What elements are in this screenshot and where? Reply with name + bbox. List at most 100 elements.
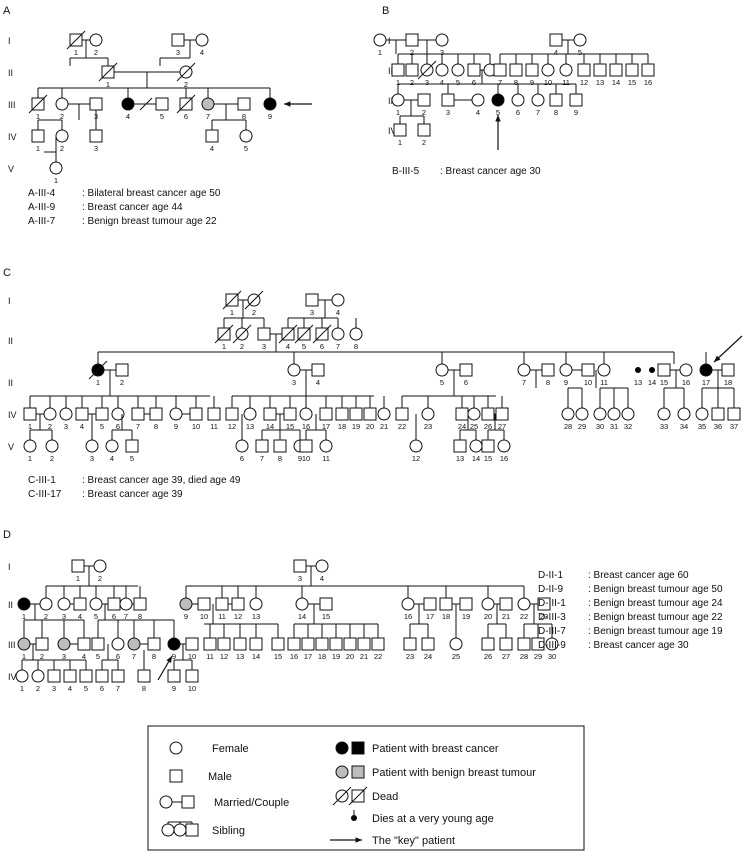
individual-number: 6 <box>184 112 188 121</box>
female-symbol <box>55 129 69 143</box>
individual-number: 7 <box>136 422 140 431</box>
individual-number: 7 <box>132 652 136 661</box>
affected-female <box>491 93 505 107</box>
male-symbol <box>349 407 363 421</box>
male-symbol <box>167 669 181 683</box>
male-symbol <box>417 123 431 137</box>
individual-number: 3 <box>425 78 429 87</box>
male-symbol <box>301 637 315 651</box>
connector-line <box>139 97 153 111</box>
individual-number: 25 <box>452 652 460 661</box>
deceased-slash <box>214 324 234 344</box>
male-symbol <box>185 823 199 837</box>
male-symbol <box>439 597 453 611</box>
individual-number: 16 <box>682 378 690 387</box>
individual-number: 8 <box>278 454 282 463</box>
female-symbol <box>517 597 531 611</box>
benign-female <box>57 637 71 651</box>
legend-sibling-label: Sibling <box>212 825 245 837</box>
individual-number: 15 <box>484 454 492 463</box>
individual-number: 3 <box>440 48 444 57</box>
individual-number: 14 <box>266 422 274 431</box>
individual-number: 21 <box>380 422 388 431</box>
individual-number: 2 <box>48 422 52 431</box>
male-symbol <box>391 63 405 77</box>
individual-number: 7 <box>124 612 128 621</box>
female-symbol <box>593 407 607 421</box>
individual-number: 2 <box>184 80 188 89</box>
individual-number: 21 <box>502 612 510 621</box>
female-symbol <box>287 363 301 377</box>
female-symbol <box>469 439 483 453</box>
female-symbol <box>169 407 183 421</box>
male-symbol <box>343 637 357 651</box>
male-symbol <box>125 439 139 453</box>
individual-number: 15 <box>274 652 282 661</box>
individual-number: 2 <box>422 108 426 117</box>
individual-number: 3 <box>298 574 302 583</box>
individual-number: 2 <box>60 112 64 121</box>
individual-number: 2 <box>50 454 54 463</box>
male-symbol <box>273 439 287 453</box>
generation-label: IV <box>8 410 17 420</box>
male-symbol <box>203 637 217 651</box>
individual-number: 3 <box>62 652 66 661</box>
individual-number: 12 <box>580 78 588 87</box>
individual-number: 16 <box>302 422 310 431</box>
individual-number: 37 <box>730 422 738 431</box>
individual-number: 8 <box>152 652 156 661</box>
male-symbol <box>625 63 639 77</box>
individual-number: 9 <box>174 422 178 431</box>
male-symbol <box>149 407 163 421</box>
individual-number: 3 <box>94 144 98 153</box>
generation-label: V <box>8 442 14 452</box>
individual-number: 7 <box>536 108 540 117</box>
female-symbol <box>119 597 133 611</box>
note-code: A-III-7 <box>28 216 56 227</box>
note-code: A-III-9 <box>28 202 56 213</box>
individual-number: 10 <box>302 454 310 463</box>
individual-number: 17 <box>322 422 330 431</box>
individual-number: 13 <box>634 378 642 387</box>
individual-number: 11 <box>210 422 218 431</box>
individual-number: 4 <box>110 454 114 463</box>
male-symbol <box>95 407 109 421</box>
individual-number: 32 <box>624 422 632 431</box>
male-symbol <box>185 637 199 651</box>
individual-number: 4 <box>78 612 82 621</box>
generation-label: II <box>8 600 13 610</box>
individual-number: 1 <box>28 422 32 431</box>
individual-number: 7 <box>498 78 502 87</box>
individual-number: 20 <box>366 422 374 431</box>
individual-number: 10 <box>584 378 592 387</box>
male-symbol <box>205 129 219 143</box>
female-symbol <box>331 327 345 341</box>
individual-number: 5 <box>456 78 460 87</box>
female-symbol <box>195 33 209 47</box>
generation-label: I <box>8 36 11 46</box>
individual-number: 2 <box>410 48 414 57</box>
individual-number: 15 <box>660 378 668 387</box>
generation-label: I <box>8 562 11 572</box>
legend-benign-female <box>335 765 349 779</box>
deceased-slash <box>98 62 118 82</box>
panel-label: B <box>382 5 389 17</box>
individual-number: 13 <box>596 78 604 87</box>
individual-number: 34 <box>680 422 688 431</box>
individual-number: 2 <box>252 308 256 317</box>
male-symbol <box>441 93 455 107</box>
individual-number: 19 <box>352 422 360 431</box>
male-symbol <box>263 407 277 421</box>
male-symbol <box>71 559 85 573</box>
individual-number: 4 <box>320 574 324 583</box>
male-symbol <box>79 669 93 683</box>
individual-number: 27 <box>502 652 510 661</box>
female-symbol <box>319 439 333 453</box>
individual-number: 1 <box>396 108 400 117</box>
individual-number: 8 <box>138 612 142 621</box>
male-symbol <box>133 597 147 611</box>
male-symbol <box>131 407 145 421</box>
individual-number: 2 <box>240 342 244 351</box>
male-symbol <box>499 637 513 651</box>
benign-female <box>17 637 31 651</box>
